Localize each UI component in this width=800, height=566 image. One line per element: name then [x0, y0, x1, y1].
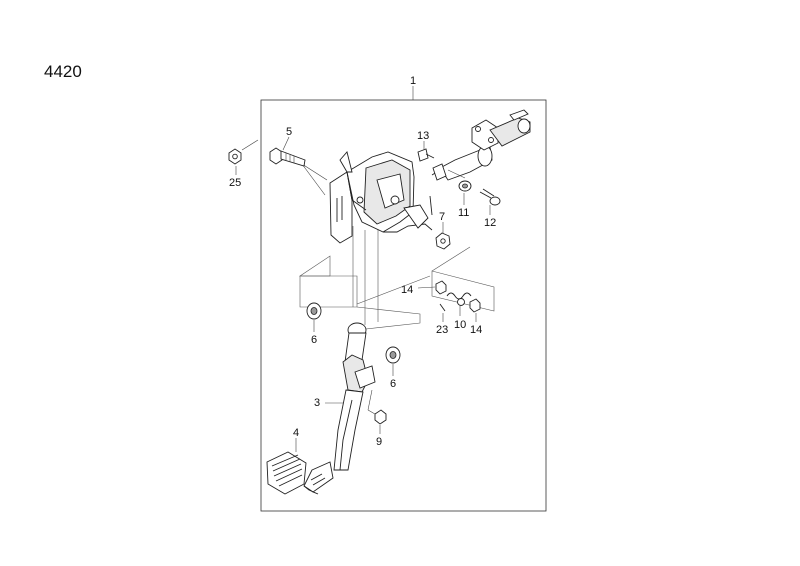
spring-10 [446, 292, 472, 306]
callout-23: 23 [436, 324, 448, 336]
bushing-11 [447, 169, 472, 192]
callout-13: 13 [417, 130, 429, 142]
callout-14-upper: 14 [401, 284, 413, 296]
callout-5: 5 [286, 126, 292, 138]
leader-5 [282, 136, 290, 151]
fastener-14-lower [469, 298, 481, 313]
stopper-9 [367, 389, 387, 425]
assembly-frame [260, 99, 547, 512]
callout-3: 3 [314, 397, 320, 409]
fastener-14-upper [435, 280, 447, 295]
callout-1: 1 [410, 75, 416, 87]
callout-6-left: 6 [311, 334, 317, 346]
bushing-6-right [385, 346, 401, 364]
nut-7 [435, 232, 451, 250]
callout-14-lower: 14 [470, 324, 482, 336]
clip-13 [417, 148, 435, 162]
nut-25 [228, 139, 259, 165]
reference-planes [299, 226, 495, 331]
callout-9: 9 [376, 436, 382, 448]
leader-14a [417, 286, 436, 289]
callout-12: 12 [484, 217, 496, 229]
callout-4: 4 [293, 427, 299, 439]
clip-23 [439, 303, 446, 312]
callout-11: 11 [458, 207, 469, 219]
clutch-master-cylinder [431, 109, 531, 181]
pedal-pad-4 [266, 451, 307, 495]
bolt-12 [479, 188, 501, 206]
bolt-5 [269, 147, 306, 167]
callout-10: 10 [454, 319, 466, 331]
pedal-bracket [301, 151, 433, 244]
page-code: 4420 [44, 62, 82, 81]
bushing-6-left [306, 302, 322, 320]
callout-6-right: 6 [390, 378, 396, 390]
callout-25: 25 [229, 177, 241, 189]
pedal-arm-3 [303, 322, 376, 495]
callout-7: 7 [439, 211, 445, 223]
